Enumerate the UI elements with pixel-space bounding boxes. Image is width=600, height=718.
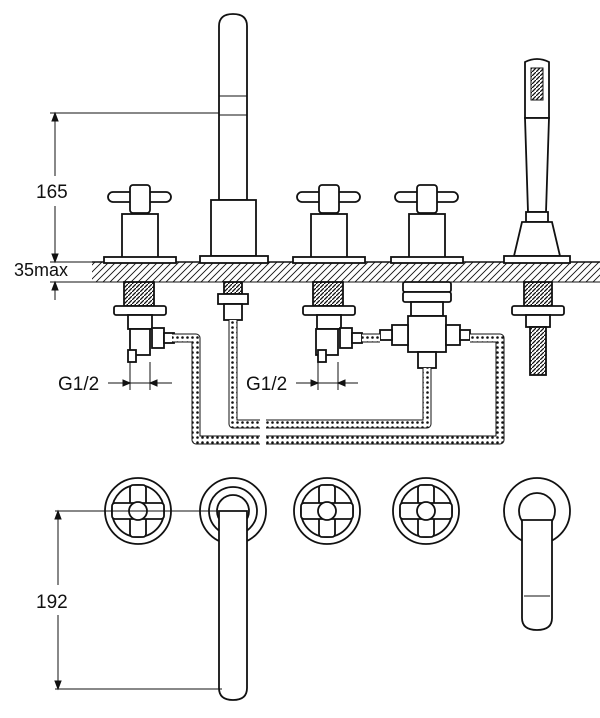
middle-valve-elevation	[292, 184, 366, 363]
inlet-label-right: G1/2	[246, 374, 287, 395]
spout-elevation	[199, 13, 269, 321]
dimension-spout-height: 165	[36, 182, 68, 203]
plan-view	[104, 477, 571, 701]
left-valve-elevation	[103, 184, 177, 363]
hand-shower-elevation	[503, 58, 571, 376]
inlet-label-left: G1/2	[58, 374, 99, 395]
deck-surface	[92, 261, 600, 283]
middle-valve-plan-icon	[293, 477, 361, 545]
dimension-deck-thickness: 35max	[14, 260, 68, 280]
dimension-lines-plan	[54, 509, 222, 691]
right-diverter-elevation	[379, 184, 471, 369]
hand-shower-plan-icon	[503, 477, 571, 631]
dimension-lines-elevation	[50, 111, 220, 300]
right-diverter-plan-icon	[392, 477, 460, 545]
braided-hoses	[172, 320, 505, 445]
inlet-dimension-lines	[108, 362, 358, 390]
dimension-spout-reach: 192	[36, 592, 68, 613]
spout-plan-icon	[199, 477, 267, 701]
